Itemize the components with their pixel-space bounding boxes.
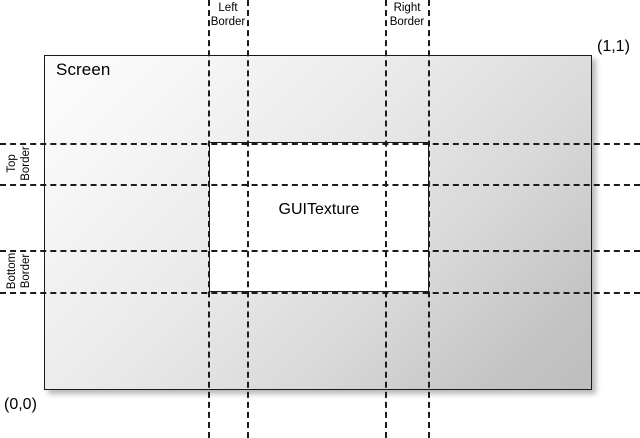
screen-origin-coordinate-label: (0,0): [4, 396, 37, 413]
top-border-annotation-line2: Border: [19, 146, 32, 181]
horizontal-dashed-line-bottom-outer: [0, 292, 640, 294]
vertical-dashed-line-right-inner: [385, 0, 387, 438]
left-border-annotation-line2: Border: [210, 15, 246, 28]
guitexture-rectangle: [209, 142, 429, 292]
horizontal-dashed-line-bottom-inner: [0, 250, 640, 252]
vertical-dashed-line-right-outer: [428, 0, 430, 438]
screen-label: Screen: [56, 60, 111, 79]
horizontal-dashed-line-top-inner: [0, 184, 640, 186]
screen-max-coordinate-label: (1,1): [597, 38, 630, 55]
bottom-border-annotation-line2: Border: [19, 253, 32, 289]
bottom-border-annotation-line1: Bottom: [6, 252, 18, 290]
right-border-annotation-line2: Border: [389, 15, 425, 28]
right-border-annotation: Right Border: [385, 2, 429, 29]
vertical-dashed-line-left-inner: [247, 0, 249, 438]
top-border-annotation: Top Border: [6, 143, 33, 184]
horizontal-dashed-line-top-outer: [0, 143, 640, 145]
guitexture-label: GUITexture: [278, 201, 360, 218]
bottom-border-annotation: Bottom Border: [6, 250, 33, 292]
left-border-annotation: Left Border: [208, 2, 248, 29]
top-border-annotation-line1: Top: [6, 154, 18, 173]
left-border-annotation-line1: Left: [218, 2, 238, 14]
vertical-dashed-line-left-outer: [208, 0, 210, 438]
right-border-annotation-line1: Right: [393, 2, 421, 14]
